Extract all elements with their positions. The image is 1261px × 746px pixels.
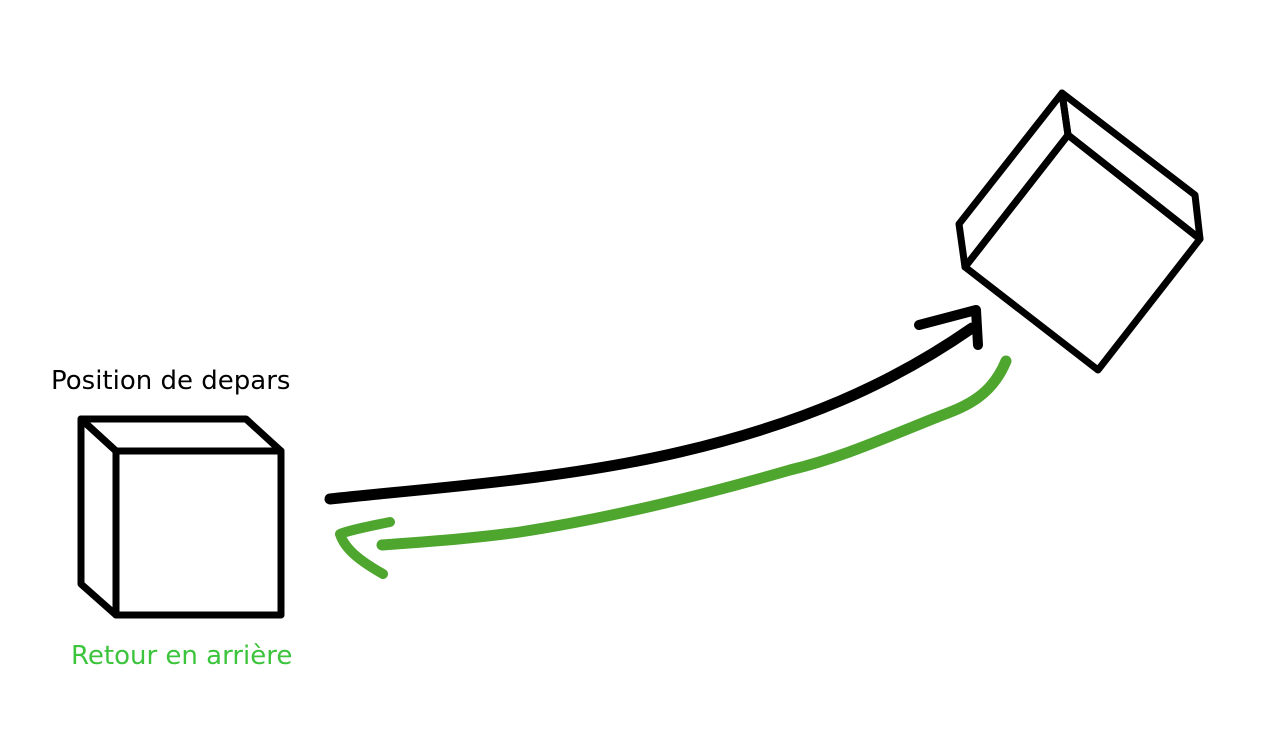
go-back-label: Retour en arrière	[71, 641, 293, 671]
start-cube-front-face	[112, 447, 285, 619]
return-arrow-head	[335, 517, 395, 579]
start-cube	[77, 415, 285, 619]
moved-cube	[955, 89, 1204, 374]
start-cube-side-face	[77, 415, 120, 619]
moved-cube-side-face	[955, 89, 1072, 271]
forward-arrow-head	[914, 305, 983, 350]
start-position-label: Position de depars	[51, 366, 291, 396]
forward-arrow	[324, 305, 983, 505]
moved-cube-top-face	[1058, 89, 1204, 243]
forward-arrow-shaft	[324, 322, 978, 505]
return-arrow-shaft	[376, 355, 1012, 551]
return-arrow	[335, 355, 1012, 579]
